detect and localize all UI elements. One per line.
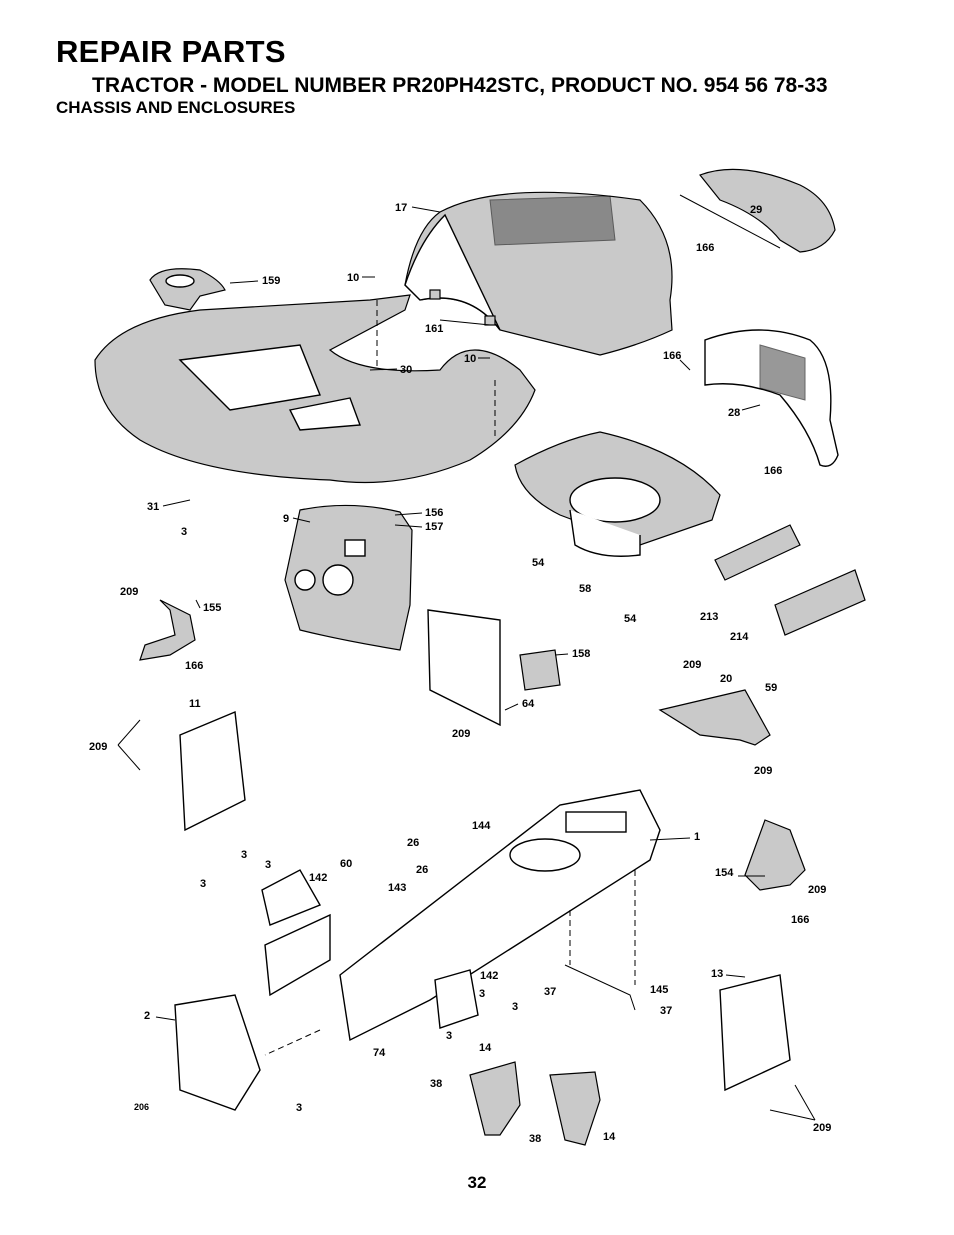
callout-209-f: 209 — [808, 884, 826, 896]
grille-part — [704, 329, 839, 467]
callout-142: 142 — [309, 872, 327, 884]
callout-26: 26 — [407, 837, 419, 849]
plate-20-part — [658, 689, 771, 746]
side-plate-part — [264, 913, 331, 997]
callout-209-c: 209 — [683, 659, 701, 671]
callout-26-b: 26 — [416, 864, 428, 876]
callout-38-b: 38 — [529, 1133, 541, 1145]
callout-3: 3 — [181, 526, 187, 538]
callout-3-b: 3 — [241, 849, 247, 861]
callout-213: 213 — [700, 611, 718, 623]
callout-3-f: 3 — [512, 1001, 518, 1013]
callout-37-b: 37 — [660, 1005, 672, 1017]
decal-213-part — [714, 524, 801, 581]
bracket-2-part — [174, 994, 261, 1111]
callout-209-e: 209 — [89, 741, 107, 753]
callout-64: 64 — [522, 698, 535, 710]
assembly-line — [264, 1029, 321, 1056]
callout-14: 14 — [479, 1042, 492, 1054]
callout-161: 161 — [425, 323, 443, 335]
model-subtitle: TRACTOR - MODEL NUMBER PR20PH42STC, PROD… — [92, 74, 828, 97]
callout-209-g: 209 — [813, 1122, 831, 1134]
callout-166-d: 166 — [185, 660, 203, 672]
callout-14-b: 14 — [603, 1131, 616, 1143]
rear-cover-29-part — [699, 168, 836, 253]
callout-11: 11 — [189, 698, 201, 710]
dash-panel-part — [284, 504, 413, 651]
callout-29: 29 — [750, 204, 762, 216]
seat-pan-part — [514, 431, 721, 557]
callout-209: 209 — [120, 586, 138, 598]
bracket-155-part — [139, 599, 196, 661]
cup-holder-part — [149, 268, 226, 311]
callout-20: 20 — [720, 673, 732, 685]
callout-labels: 17 29 166 10 159 161 30 10 166 28 166 31… — [89, 202, 831, 1145]
callout-2: 2 — [144, 1010, 150, 1022]
callout-1: 1 — [694, 831, 700, 843]
hood-part — [404, 191, 673, 356]
callout-166-b: 166 — [663, 350, 681, 362]
page-title: REPAIR PARTS — [56, 34, 286, 69]
callout-142-b: 142 — [480, 970, 498, 982]
callout-3-e: 3 — [479, 988, 485, 1000]
callout-13: 13 — [711, 968, 723, 980]
section-title: CHASSIS AND ENCLOSURES — [56, 98, 296, 117]
callout-155: 155 — [203, 602, 221, 614]
frame-part — [339, 789, 661, 1042]
callout-206: 206 — [134, 1102, 149, 1112]
callout-158: 158 — [572, 648, 590, 660]
callout-60: 60 — [340, 858, 352, 870]
callout-166-e: 166 — [791, 914, 809, 926]
callout-10: 10 — [347, 272, 359, 284]
callout-31: 31 — [147, 501, 159, 513]
callout-30: 30 — [400, 364, 412, 376]
callout-38: 38 — [430, 1078, 442, 1090]
callout-74: 74 — [373, 1047, 386, 1059]
fender-deck-part — [94, 294, 536, 484]
callout-59: 59 — [765, 682, 777, 694]
callout-10-b: 10 — [464, 353, 476, 365]
decal-214-part — [774, 569, 866, 636]
callout-144: 144 — [472, 820, 491, 832]
callout-3-c: 3 — [265, 859, 271, 871]
callout-159: 159 — [262, 275, 280, 287]
bracket-142-right-part — [434, 969, 479, 1029]
side-panel-11-part — [179, 710, 246, 832]
bracket-142-left-part — [261, 869, 322, 926]
callout-209-d: 209 — [754, 765, 772, 777]
callout-166-c: 166 — [764, 465, 782, 477]
callout-145: 145 — [650, 984, 668, 996]
callout-54: 54 — [532, 557, 545, 569]
steering-support-part — [427, 609, 561, 727]
plate-38-right-part — [549, 1071, 601, 1146]
callout-209-b: 209 — [452, 728, 470, 740]
callout-9: 9 — [283, 513, 289, 525]
side-panel-13-part — [719, 974, 791, 1092]
callout-28: 28 — [728, 407, 740, 419]
callout-3-h: 3 — [296, 1102, 302, 1114]
callout-58: 58 — [579, 583, 591, 595]
callout-154: 154 — [715, 867, 734, 879]
callout-214: 214 — [730, 631, 749, 643]
callout-166: 166 — [696, 242, 714, 254]
plate-38-left-part — [469, 1061, 521, 1136]
callout-37: 37 — [544, 986, 556, 998]
bracket-154-part — [744, 819, 806, 891]
rod-part — [564, 964, 636, 1011]
callout-3-g: 3 — [446, 1030, 452, 1042]
callout-54-b: 54 — [624, 613, 637, 625]
callout-157: 157 — [425, 521, 443, 533]
page-number: 32 — [467, 1173, 487, 1192]
leader-lines — [117, 194, 816, 1121]
callout-156: 156 — [425, 507, 443, 519]
callout-3-d: 3 — [200, 878, 206, 890]
callout-143: 143 — [388, 882, 406, 894]
callout-17: 17 — [395, 202, 407, 214]
